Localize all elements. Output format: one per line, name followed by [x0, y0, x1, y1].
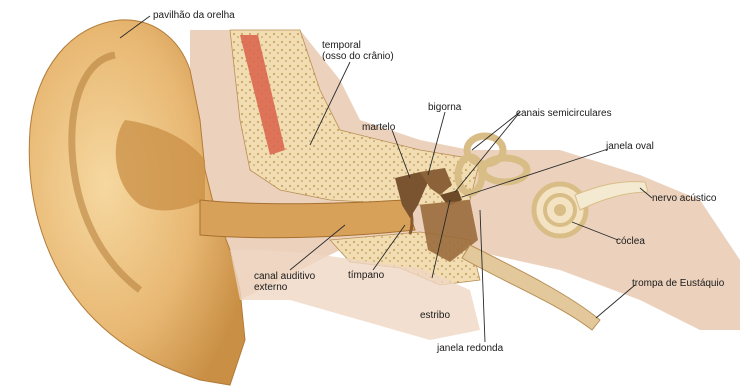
label-nervo: nervo acústico	[652, 193, 716, 204]
label-canal-line2: externo	[254, 282, 315, 293]
label-estribo: estribo	[420, 310, 450, 321]
label-temporal-line2: (osso do crânio)	[322, 51, 394, 62]
label-temporal-line1: temporal	[322, 40, 394, 51]
cochlea	[534, 184, 586, 236]
label-canal: canal auditivo externo	[254, 271, 315, 293]
label-janela-redonda: janela redonda	[437, 343, 503, 354]
label-trompa: trompa de Eustáquio	[632, 278, 724, 289]
label-pavilhao: pavilhão da orelha	[153, 10, 235, 21]
label-bigorna: bigorna	[428, 102, 461, 113]
label-timpano: tímpano	[348, 270, 384, 281]
label-canais: canais semicirculares	[516, 108, 612, 119]
label-janela-oval: janela oval	[606, 141, 654, 152]
ear-canal	[200, 200, 415, 238]
label-martelo: martelo	[362, 122, 395, 133]
label-coclea: cóclea	[616, 236, 645, 247]
label-temporal: temporal (osso do crânio)	[322, 40, 394, 62]
label-canal-line1: canal auditivo	[254, 271, 315, 282]
